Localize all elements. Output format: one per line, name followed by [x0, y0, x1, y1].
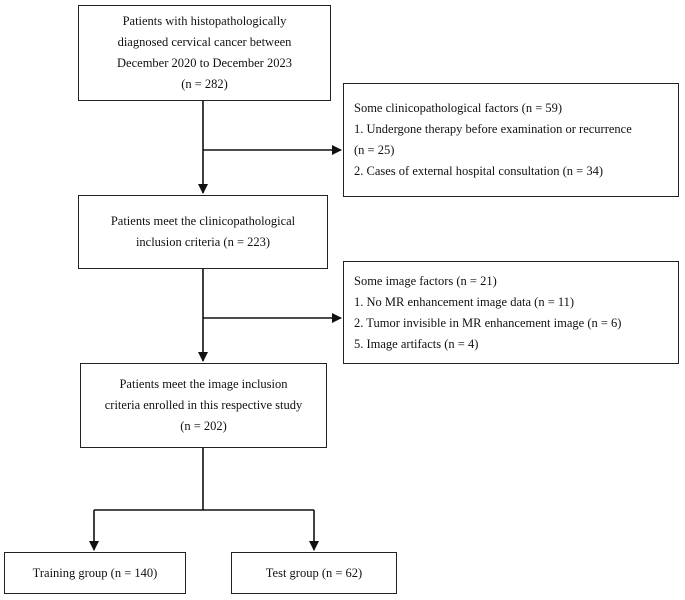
image-inclusion-box: Patients meet the image inclusion criter…: [80, 363, 327, 448]
patients-all-line-2: diagnosed cervical cancer between: [117, 35, 292, 49]
excluded-clinical-line-2: 1. Undergone therapy before examination …: [354, 122, 632, 136]
excluded-clinical-line-3: (n = 25): [354, 143, 395, 157]
excluded-image-line-2: 1. No MR enhancement image data (n = 11): [354, 294, 575, 309]
excluded-clinical-line-1: Some clinicopathological factors (n = 59…: [354, 101, 563, 115]
clinical-inclusion-line-2: inclusion criteria (n = 223): [135, 235, 271, 249]
excluded-image-line-1: Some image factors (n = 21): [354, 273, 497, 288]
excluded-image-line-4: 5. Image artifacts (n = 4): [354, 336, 479, 351]
excluded-image-line-3: 2. Tumor invisible in MR enhancement ima…: [354, 315, 622, 330]
patients-all-line-3: December 2020 to December 2023: [117, 56, 292, 70]
image-inclusion-line-2: criteria enrolled in this respective stu…: [104, 398, 303, 412]
patients-all-line-4: (n = 282): [181, 77, 228, 91]
image-inclusion-line-3: (n = 202): [180, 419, 227, 433]
clinical-inclusion-line-1: Patients meet the clinicopathological: [110, 214, 296, 228]
test-group-box: Test group (n = 62): [231, 552, 397, 594]
patients-all-line-1: Patients with histopathologically: [122, 14, 287, 28]
patients-all-box: Patients with histopathologically diagno…: [78, 5, 331, 101]
excluded-clinical-box: Some clinicopathological factors (n = 59…: [343, 83, 679, 197]
image-inclusion-line-1: Patients meet the image inclusion: [119, 377, 288, 391]
clinical-inclusion-box: Patients meet the clinicopathological in…: [78, 195, 328, 269]
training-group-label: Training group (n = 140): [32, 565, 158, 580]
test-group-label: Test group (n = 62): [265, 565, 363, 580]
training-group-box: Training group (n = 140): [4, 552, 186, 594]
excluded-image-box: Some image factors (n = 21) 1. No MR enh…: [343, 261, 679, 364]
excluded-clinical-line-4: 2. Cases of external hospital consultati…: [354, 164, 604, 178]
